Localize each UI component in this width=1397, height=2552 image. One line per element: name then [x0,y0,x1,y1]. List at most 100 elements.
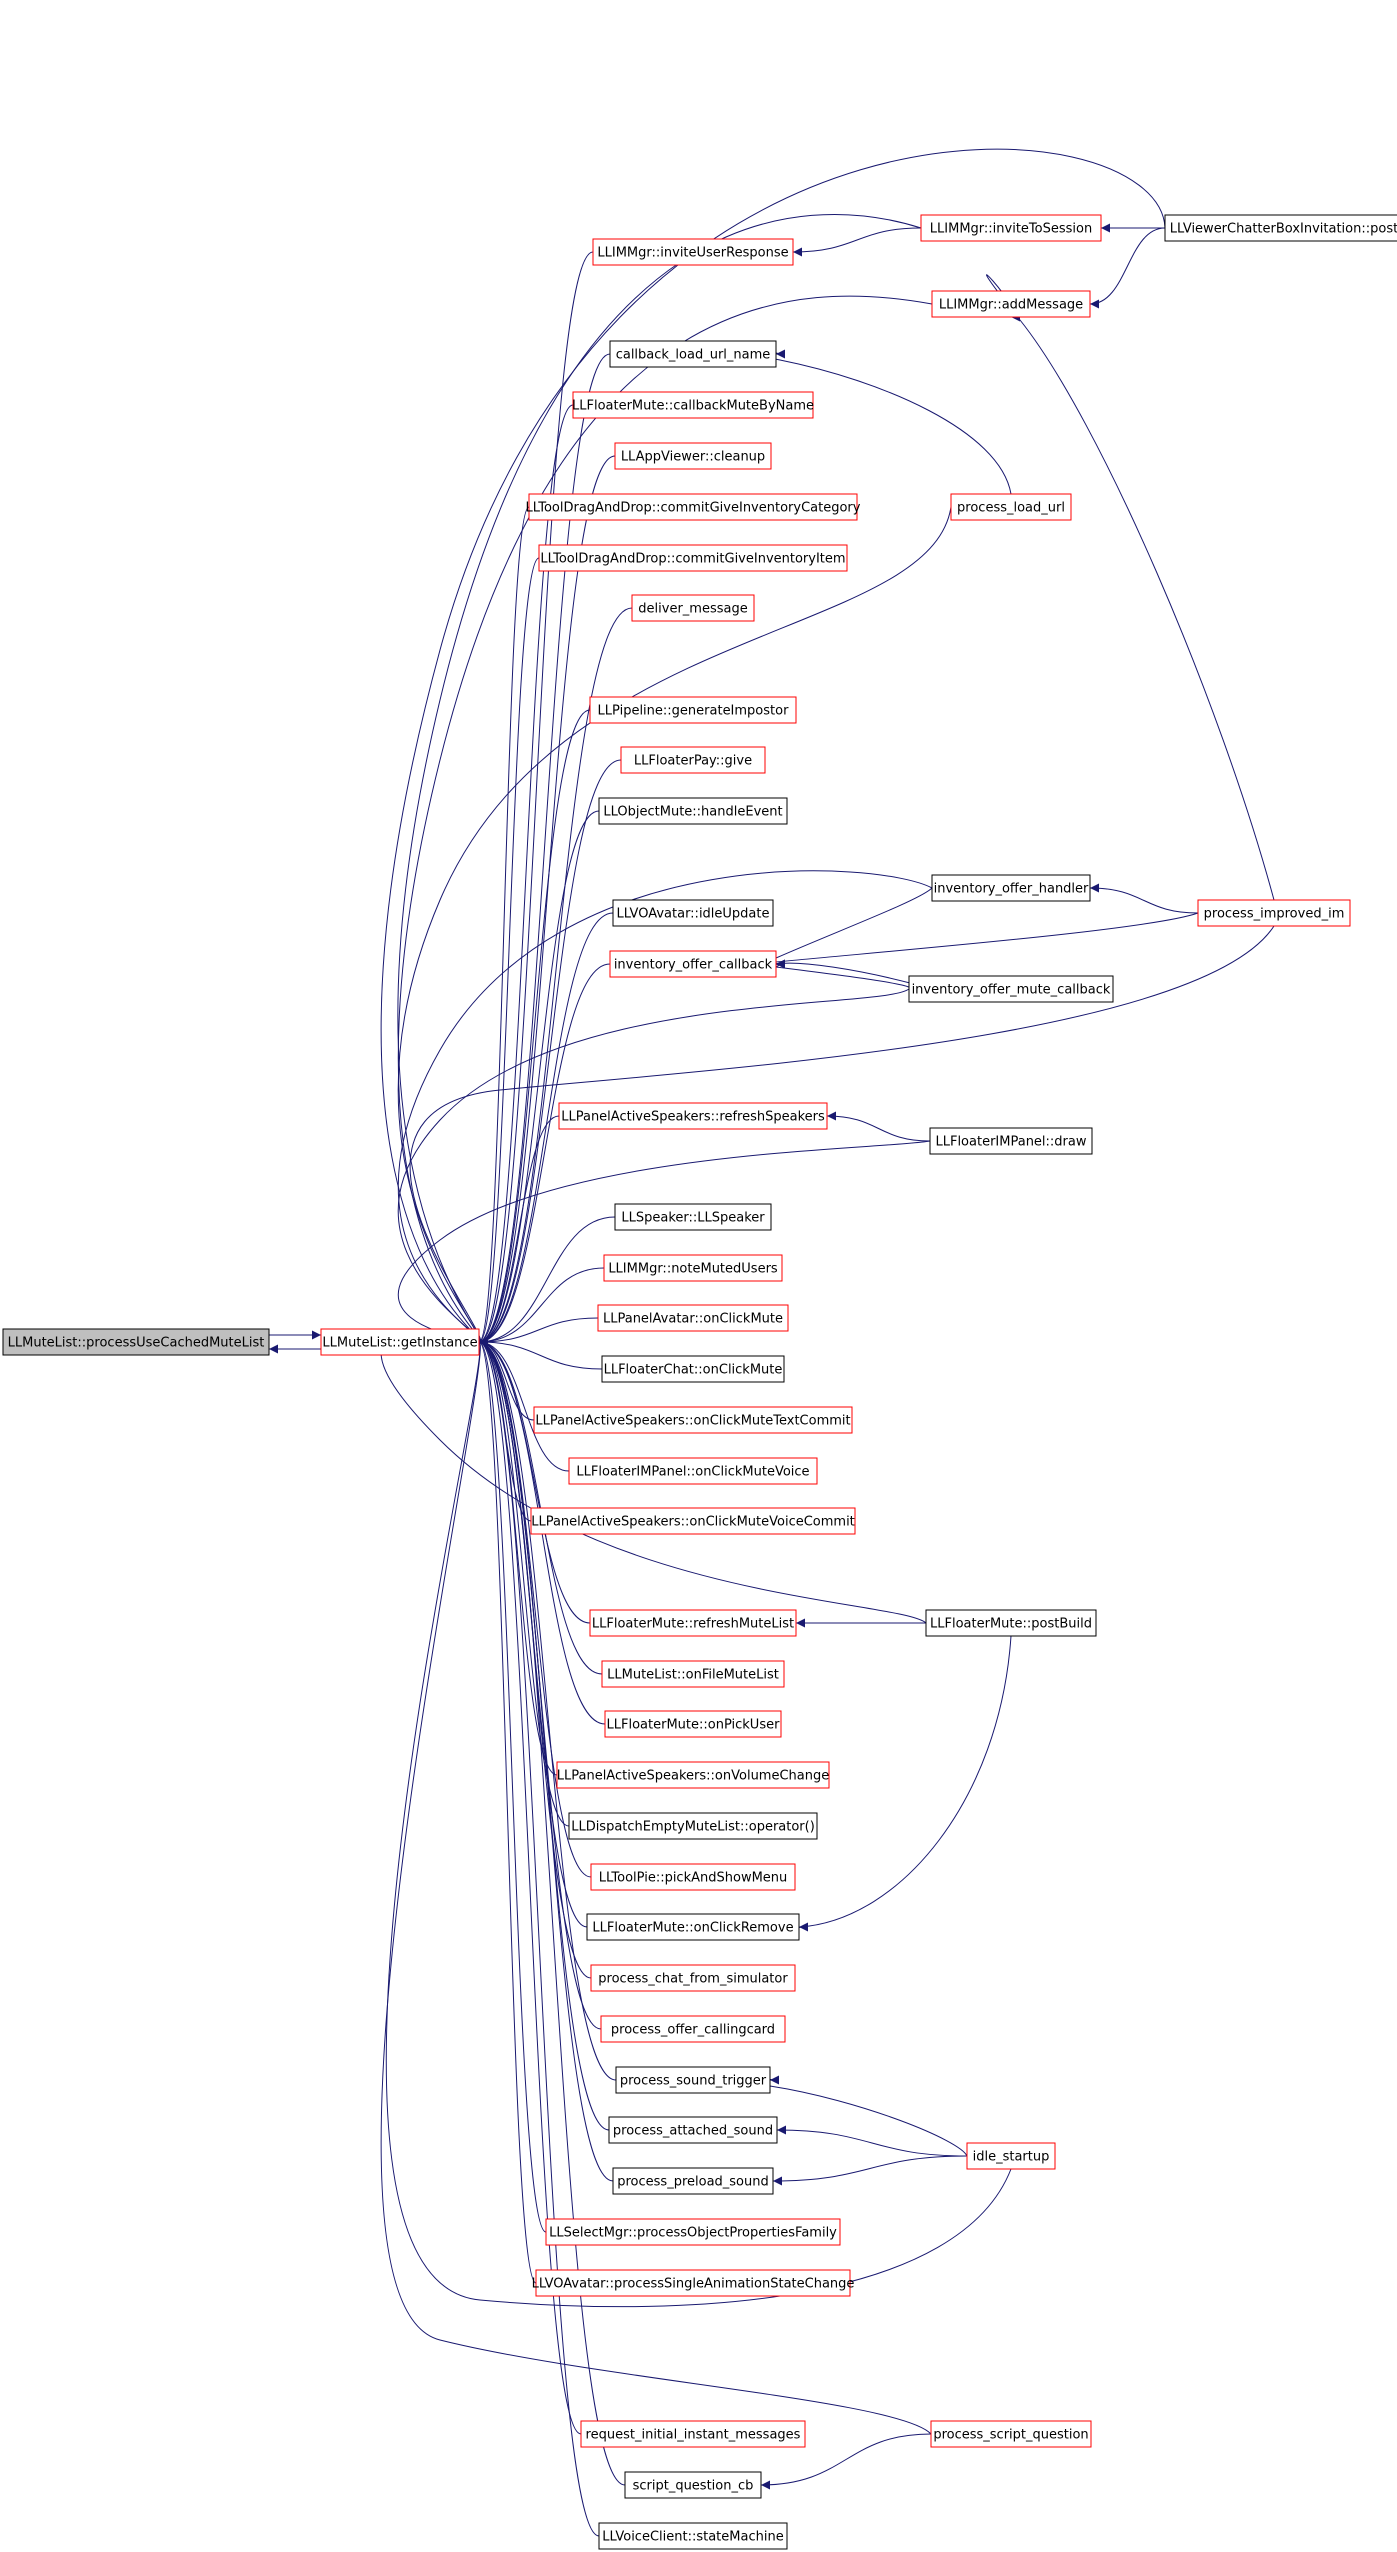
edge-generateImpostor-to-getInstance [478,709,591,1347]
node-callbackMuteByName[interactable]: LLFloaterMute::callbackMuteByName [572,391,814,419]
node-label: LLDispatchEmptyMuteList::operator() [571,1820,815,1835]
node-getInstance[interactable]: LLMuteList::getInstance [320,1328,480,1356]
node-processSingleAnimationStateChange[interactable]: LLVOAvatar::processSingleAnimationStateC… [532,2269,855,2297]
node-onClickMuteVoiceCommit[interactable]: LLPanelActiveSpeakers::onClickMuteVoiceC… [530,1507,856,1535]
node-process_chat_from_simulator[interactable]: process_chat_from_simulator [590,1964,796,1992]
node-box [931,290,1091,318]
node-label: LLPanelActiveSpeakers::refreshSpeakers [561,1110,825,1125]
node-noteMutedUsers[interactable]: LLIMMgr::noteMutedUsers [603,1254,783,1282]
node-inventory_offer_callback[interactable]: inventory_offer_callback [609,950,777,978]
node-label: request_initial_instant_messages [586,2428,801,2443]
node-chatterBoxPost[interactable]: LLViewerChatterBoxInvitation::post [1164,214,1397,242]
node-floaterChatOnClickMute[interactable]: LLFloaterChat::onClickMute [601,1355,785,1383]
node-box [597,1304,789,1332]
node-onPickUser[interactable]: LLFloaterMute::onPickUser [604,1710,782,1738]
edge-chatterBoxPost-to-getInstance [380,148,1166,1347]
node-commitGiveInventoryItem[interactable]: LLToolDragAndDrop::commitGiveInventoryIt… [538,544,848,572]
node-inviteToSession[interactable]: LLIMMgr::inviteToSession [920,214,1102,242]
edge-process_improved_im-to-inventory_offer_handler [1089,883,1199,914]
edge-deliver_message-to-getInstance [478,607,633,1347]
node-label: LLViewerChatterBoxInvitation::post [1170,222,1397,237]
node-script_question_cb[interactable]: script_question_cb [624,2471,762,2499]
node-commitGiveInventoryCategory[interactable]: LLToolDragAndDrop::commitGiveInventoryCa… [526,493,861,521]
node-onClickMuteVoice[interactable]: LLFloaterIMPanel::onClickMuteVoice [568,1457,818,1485]
edge-cleanup-to-getInstance [478,455,616,1347]
node-onClickRemove[interactable]: LLFloaterMute::onClickRemove [586,1913,800,1941]
node-box [1164,214,1397,242]
node-label: process_offer_callingcard [611,2023,775,2038]
node-dispatchEmpty[interactable]: LLDispatchEmptyMuteList::operator() [568,1812,818,1840]
node-onVolumeChange[interactable]: LLPanelActiveSpeakers::onVolumeChange [556,1761,830,1789]
node-box [620,746,766,774]
node-processObjectPropertiesFamily[interactable]: LLSelectMgr::processObjectPropertiesFami… [545,2218,841,2246]
node-label: process_improved_im [1204,907,1345,922]
node-stateMachine[interactable]: LLVoiceClient::stateMachine [598,2522,788,2550]
node-refreshMuteList[interactable]: LLFloaterMute::refreshMuteList [589,1609,797,1637]
node-label: script_question_cb [633,2479,754,2494]
node-label: process_preload_sound [617,2175,769,2190]
node-pickAndShowMenu[interactable]: LLToolPie::pickAndShowMenu [590,1863,796,1891]
node-process_sound_trigger[interactable]: process_sound_trigger [615,2066,771,2094]
edge-process_script_question-to-getInstance [380,1337,932,2435]
node-label: LLFloaterIMPanel::onClickMuteVoice [576,1465,809,1480]
node-box [592,238,794,266]
edge-request_initial_instant_messages-to-getInstance [478,1337,582,2435]
node-inventory_offer_mute_callback[interactable]: inventory_offer_mute_callback [908,975,1114,1003]
node-inviteUserResponse[interactable]: LLIMMgr::inviteUserResponse [592,238,794,266]
node-box [614,442,772,470]
node-process_offer_callingcard[interactable]: process_offer_callingcard [600,2015,786,2043]
node-box [530,1507,856,1535]
node-label: inventory_offer_mute_callback [912,983,1111,998]
edge-inviteUserResponse-to-getInstance [478,251,594,1347]
node-process_attached_sound[interactable]: process_attached_sound [608,2116,778,2144]
edge-idle_startup-to-getInstance [385,1337,1012,2308]
node-process_load_url[interactable]: process_load_url [950,493,1072,521]
node-generateImpostor[interactable]: LLPipeline::generateImpostor [589,696,797,724]
node-idleUpdate[interactable]: LLVOAvatar::idleUpdate [612,899,774,927]
node-box [604,1710,782,1738]
node-label: LLAppViewer::cleanup [621,450,765,465]
node-deliver_message[interactable]: deliver_message [631,594,755,622]
node-label: LLPanelAvatar::onClickMute [603,1312,783,1327]
edge-floaterIMPanelDraw-to-refreshSpeakers [826,1111,931,1142]
node-idle_startup[interactable]: idle_startup [966,2142,1056,2170]
node-give[interactable]: LLFloaterPay::give [620,746,766,774]
edge-script_question_cb-to-getInstance [478,1337,626,2486]
node-callback_load_url_name[interactable]: callback_load_url_name [609,340,777,368]
node-box [533,1406,853,1434]
node-floaterIMPanelDraw[interactable]: LLFloaterIMPanel::draw [929,1127,1093,1155]
node-onFileMuteList[interactable]: LLMuteList::onFileMuteList [601,1660,785,1688]
node-box [590,1964,796,1992]
node-box [598,797,788,825]
node-box [925,1609,1097,1637]
node-LLSpeaker[interactable]: LLSpeaker::LLSpeaker [614,1203,772,1231]
edge-process_improved_im-to-addMessage [986,274,1275,901]
node-label: callback_load_url_name [616,348,771,363]
edge-commitGiveInventoryCategory-to-getInstance [478,506,530,1347]
node-inventory_offer_handler[interactable]: inventory_offer_handler [931,874,1091,902]
node-box [612,899,774,927]
edge-addMessage-to-getInstance [397,295,933,1347]
node-handleEvent[interactable]: LLObjectMute::handleEvent [598,797,788,825]
node-postBuild[interactable]: LLFloaterMute::postBuild [925,1609,1097,1637]
node-cleanup[interactable]: LLAppViewer::cleanup [614,442,772,470]
node-label: LLVoiceClient::stateMachine [602,2530,783,2545]
node-addMessage[interactable]: LLIMMgr::addMessage [931,290,1091,318]
node-box [920,214,1102,242]
node-process_preload_sound[interactable]: process_preload_sound [612,2167,774,2195]
edge-refreshSpeakers-to-getInstance [478,1115,560,1347]
node-box [615,2066,771,2094]
node-refreshSpeakers[interactable]: LLPanelActiveSpeakers::refreshSpeakers [558,1102,828,1130]
node-label: inventory_offer_handler [934,882,1089,897]
node-label: idle_startup [973,2150,1050,2165]
node-panelAvatarOnClickMute[interactable]: LLPanelAvatar::onClickMute [597,1304,789,1332]
node-process_script_question[interactable]: process_script_question [930,2420,1092,2448]
node-label: process_chat_from_simulator [598,1972,788,1987]
node-onClickMuteTextCommit[interactable]: LLPanelActiveSpeakers::onClickMuteTextCo… [533,1406,853,1434]
node-box [601,1355,785,1383]
node-process_improved_im[interactable]: process_improved_im [1197,899,1351,927]
node-request_initial_instant_messages[interactable]: request_initial_instant_messages [580,2420,806,2448]
node-label: LLToolDragAndDrop::commitGiveInventoryCa… [526,501,861,516]
edge-inventory_offer_handler-to-inventory_offer_callback [751,887,933,973]
